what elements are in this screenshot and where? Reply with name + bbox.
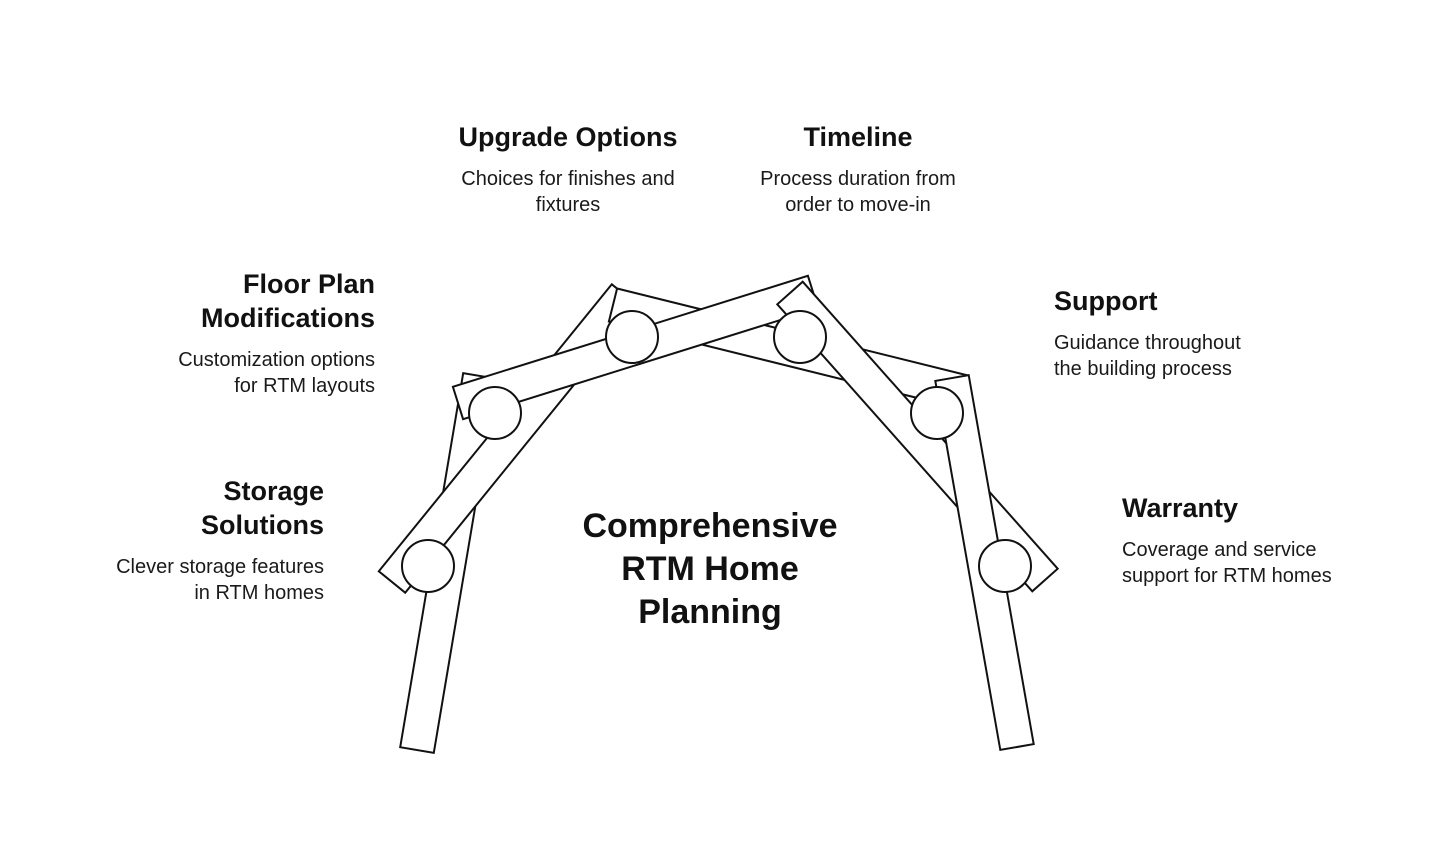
linkage-joints — [401, 310, 1032, 593]
center-title-line-1: Comprehensive — [582, 507, 838, 545]
node-support: Support Guidance throughout the building… — [1054, 284, 1354, 382]
joint-timeline — [773, 310, 827, 364]
node-description: Clever storage features in RTM homes — [44, 554, 324, 606]
node-description-line: Process duration from — [760, 168, 956, 190]
node-description: Choices for finishes and fixtures — [418, 166, 718, 218]
node-description-line: the building process — [1054, 358, 1232, 380]
node-description-line: Clever storage features — [116, 556, 324, 578]
center-title-line-2: RTM Home — [621, 550, 799, 588]
joint-support — [910, 386, 964, 440]
node-title-line: Modifications — [201, 303, 375, 333]
node-title: Warranty — [1122, 493, 1239, 523]
node-description: Process duration from order to move-in — [708, 166, 1008, 218]
node-description-line: in RTM homes — [194, 582, 324, 604]
joint-upgrade-options — [605, 310, 659, 364]
node-title: Floor Plan Modifications — [95, 267, 375, 335]
node-title-line: Storage — [223, 476, 324, 506]
node-description: Coverage and service support for RTM hom… — [1122, 537, 1412, 589]
node-timeline: Timeline Process duration from order to … — [708, 120, 1008, 218]
node-description-line: Guidance throughout — [1054, 332, 1241, 354]
node-description-line: fixtures — [535, 194, 601, 216]
node-description-line: Customization options — [178, 349, 375, 371]
center-title-line-3: Planning — [638, 593, 782, 631]
joint-storage — [401, 539, 455, 593]
node-title-line: Floor Plan — [242, 269, 375, 299]
node-storage-solutions: Storage Solutions Clever storage feature… — [44, 474, 324, 606]
joint-floor-plan — [468, 386, 522, 440]
node-title: Timeline — [803, 122, 913, 152]
node-upgrade-options: Upgrade Options Choices for finishes and… — [418, 120, 718, 218]
joint-warranty — [978, 539, 1032, 593]
node-description-line: order to move-in — [785, 194, 931, 216]
node-title: Support — [1054, 286, 1158, 316]
node-floor-plan-modifications: Floor Plan Modifications Customization o… — [95, 267, 375, 399]
node-description: Guidance throughout the building process — [1054, 330, 1354, 382]
node-description-line: support for RTM homes — [1122, 565, 1332, 587]
node-title: Upgrade Options — [458, 122, 678, 152]
node-title: Storage Solutions — [44, 474, 324, 542]
node-description-line: Coverage and service — [1122, 539, 1317, 561]
node-description: Customization options for RTM layouts — [95, 347, 375, 399]
node-description-line: Choices for finishes and — [461, 168, 675, 190]
center-title: Comprehensive RTM Home Planning — [540, 505, 880, 634]
node-title-line: Solutions — [201, 510, 324, 540]
node-warranty: Warranty Coverage and service support fo… — [1122, 491, 1412, 589]
node-description-line: for RTM layouts — [234, 375, 375, 397]
